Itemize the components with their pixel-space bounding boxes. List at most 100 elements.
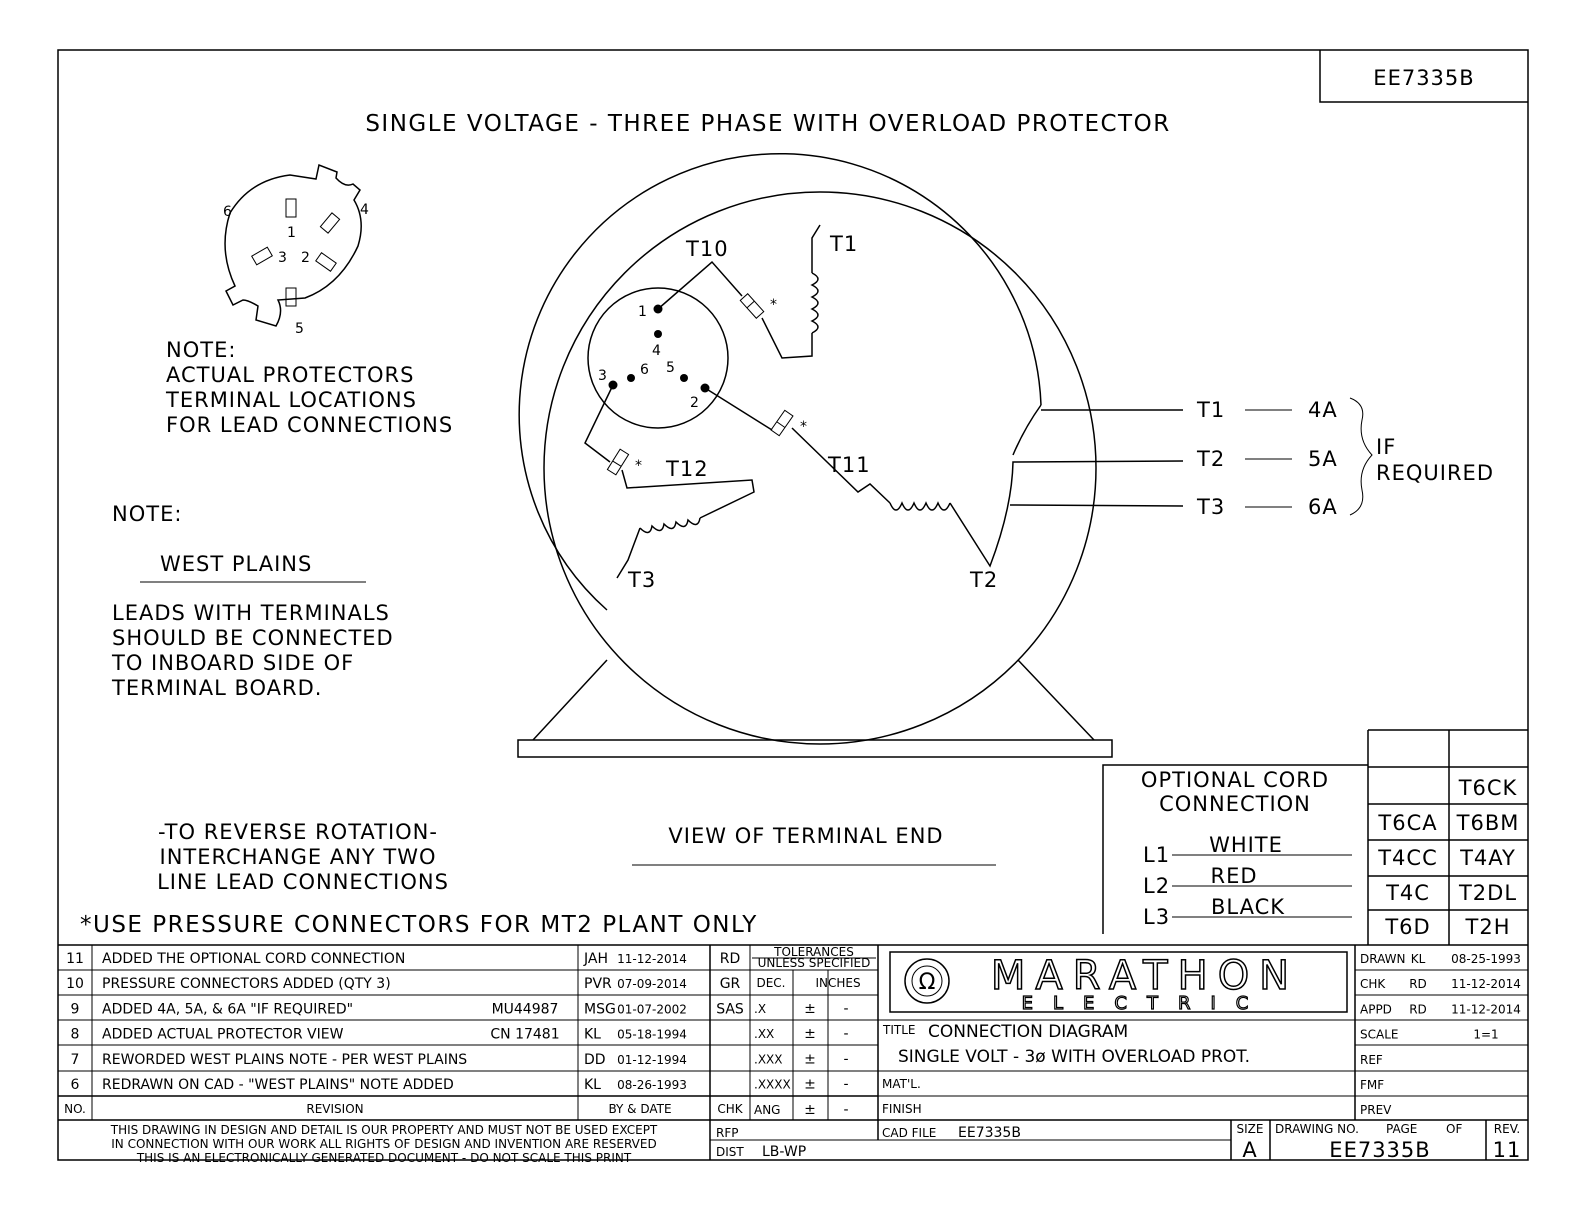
legal-line: IN CONNECTION WITH OUR WORK ALL RIGHTS O… [111, 1137, 656, 1151]
tolerance-value: - [843, 1026, 848, 1042]
model-code: T6BM [1456, 811, 1520, 835]
reverse-note-line: -TO REVERSE ROTATION- [158, 820, 438, 844]
drawing-title-2: SINGLE VOLT - 3ø WITH OVERLOAD PROT. [898, 1047, 1250, 1067]
signoff-who: RD [1409, 977, 1427, 991]
protector-label-5: 5 [295, 321, 304, 337]
marathon-electric-logo: Ω MARATHON ELECTRIC [889, 951, 1348, 1015]
terminal-board [587, 287, 729, 429]
protector-terminal-3 [251, 246, 273, 266]
rfp-label: RFP [716, 1126, 738, 1140]
board-label-1: 1 [638, 304, 647, 320]
tolerance-value: - [843, 1051, 848, 1067]
tolerances-header: TOLERANCES [773, 945, 854, 959]
tolerance-label: .XXXX [754, 1078, 791, 1092]
pressure-connector-t10 [739, 293, 765, 319]
lead-t11 [704, 387, 891, 504]
lead-label-t11: T11 [827, 453, 871, 477]
finish-label: FINISH [882, 1102, 922, 1116]
lead-t3 [616, 527, 641, 579]
west-plains-note-label: NOTE: [112, 502, 182, 526]
cad-file-label: CAD FILE [882, 1126, 936, 1140]
board-label-4: 4 [652, 343, 661, 359]
tolerance-pm: ± [804, 1026, 816, 1042]
revision-by: PVR [584, 976, 612, 992]
legal-line: THIS IS AN ELECTRONICALLY GENERATED DOCU… [136, 1151, 632, 1165]
lead-label-t12: T12 [665, 457, 709, 481]
drawing-number-box [1319, 50, 1528, 103]
protector-terminal-5 [285, 287, 297, 307]
title-block-grid [58, 944, 1528, 1160]
west-plains-line: SHOULD BE CONNECTED [112, 626, 394, 650]
revision-desc: ADDED ACTUAL PROTECTOR VIEW [102, 1027, 344, 1043]
drawing-title-1: CONNECTION DIAGRAM [928, 1022, 1128, 1042]
motor-frame-outer [543, 191, 1097, 745]
signoff-label: REF [1360, 1053, 1383, 1067]
output-t1: T1 [1196, 398, 1225, 422]
board-terminal-6 [627, 374, 635, 382]
rev-label: REV. [1494, 1122, 1520, 1136]
revision-by: JAH [583, 951, 608, 967]
lead-t12 [584, 384, 755, 519]
revision-desc: PRESSURE CONNECTORS ADDED (QTY 3) [102, 976, 391, 992]
revision-no: 7 [71, 1052, 80, 1068]
tolerance-pm: ± [804, 1102, 816, 1118]
revision-no: 8 [71, 1027, 80, 1043]
lead-t1 [811, 224, 821, 273]
revision-no: 6 [71, 1077, 80, 1093]
model-code: T6D [1384, 915, 1430, 939]
signoff-who: RD [1409, 1002, 1427, 1016]
cord-l1: L1 [1143, 843, 1170, 867]
signoff-label: CHK [1360, 977, 1386, 991]
svg-text:Ω: Ω [919, 970, 936, 995]
tolerance-value: - [843, 1102, 848, 1118]
lead-label-t3: T3 [627, 568, 656, 592]
protector-note-line: TERMINAL LOCATIONS [165, 388, 417, 412]
lead-t2 [949, 460, 1184, 568]
model-code: T4CC [1377, 846, 1438, 870]
revision-ref: CN 17481 [490, 1027, 559, 1043]
revision-chk: SAS [716, 1001, 744, 1017]
protector-label-2: 2 [301, 250, 310, 266]
cord-l2: L2 [1143, 874, 1170, 898]
output-lead-t3 [1009, 504, 1184, 507]
tolerance-value: - [843, 1001, 848, 1017]
lead-label-t10: T10 [685, 237, 729, 261]
if-required-line: REQUIRED [1376, 461, 1494, 485]
protector-label-1: 1 [287, 225, 296, 241]
coil-t2 [889, 501, 951, 511]
cord-black: BLACK [1211, 895, 1285, 919]
west-plains-heading: WEST PLAINS [160, 552, 312, 576]
signoff-date: 11-12-2014 [1451, 977, 1521, 991]
signoff-label: DRAWN [1360, 952, 1406, 966]
protector-label-6: 6 [223, 204, 232, 220]
board-label-6: 6 [640, 362, 649, 378]
logo-wordmark: MARATHON [991, 953, 1299, 999]
signoff-label: FMF [1360, 1078, 1384, 1092]
revision-date: 11-12-2014 [617, 952, 687, 966]
protector-view: 6 4 1 3 2 5 [223, 163, 369, 337]
title-label: TITLE [882, 1023, 915, 1037]
protector-note-line: FOR LEAD CONNECTIONS [166, 413, 453, 437]
connector-star: * [800, 419, 807, 435]
revision-date: 08-26-1993 [617, 1078, 687, 1092]
size-value: A [1242, 1138, 1257, 1162]
coil-t3 [639, 517, 701, 534]
cord-heading: OPTIONAL CORD [1141, 768, 1329, 792]
page-label: PAGE [1386, 1122, 1417, 1136]
rev-header-chk: CHK [717, 1102, 743, 1116]
output-5a: 5A [1308, 447, 1338, 471]
tolerances-header: UNLESS SPECIFIED [758, 956, 871, 970]
board-terminal-5 [680, 374, 688, 382]
connector-star: * [635, 458, 642, 474]
drawing-no-label: DRAWING NO. [1275, 1122, 1359, 1136]
if-required-brace [1349, 397, 1373, 516]
revision-chk: RD [720, 951, 741, 967]
west-plains-line: LEADS WITH TERMINALS [112, 601, 390, 625]
reverse-note-line: LINE LEAD CONNECTIONS [157, 870, 449, 894]
motor-drawing: 1 2 3 4 5 6 * * * [517, 152, 1184, 758]
tolerance-value: - [843, 1077, 848, 1093]
tolerance-pm: ± [804, 1051, 816, 1067]
